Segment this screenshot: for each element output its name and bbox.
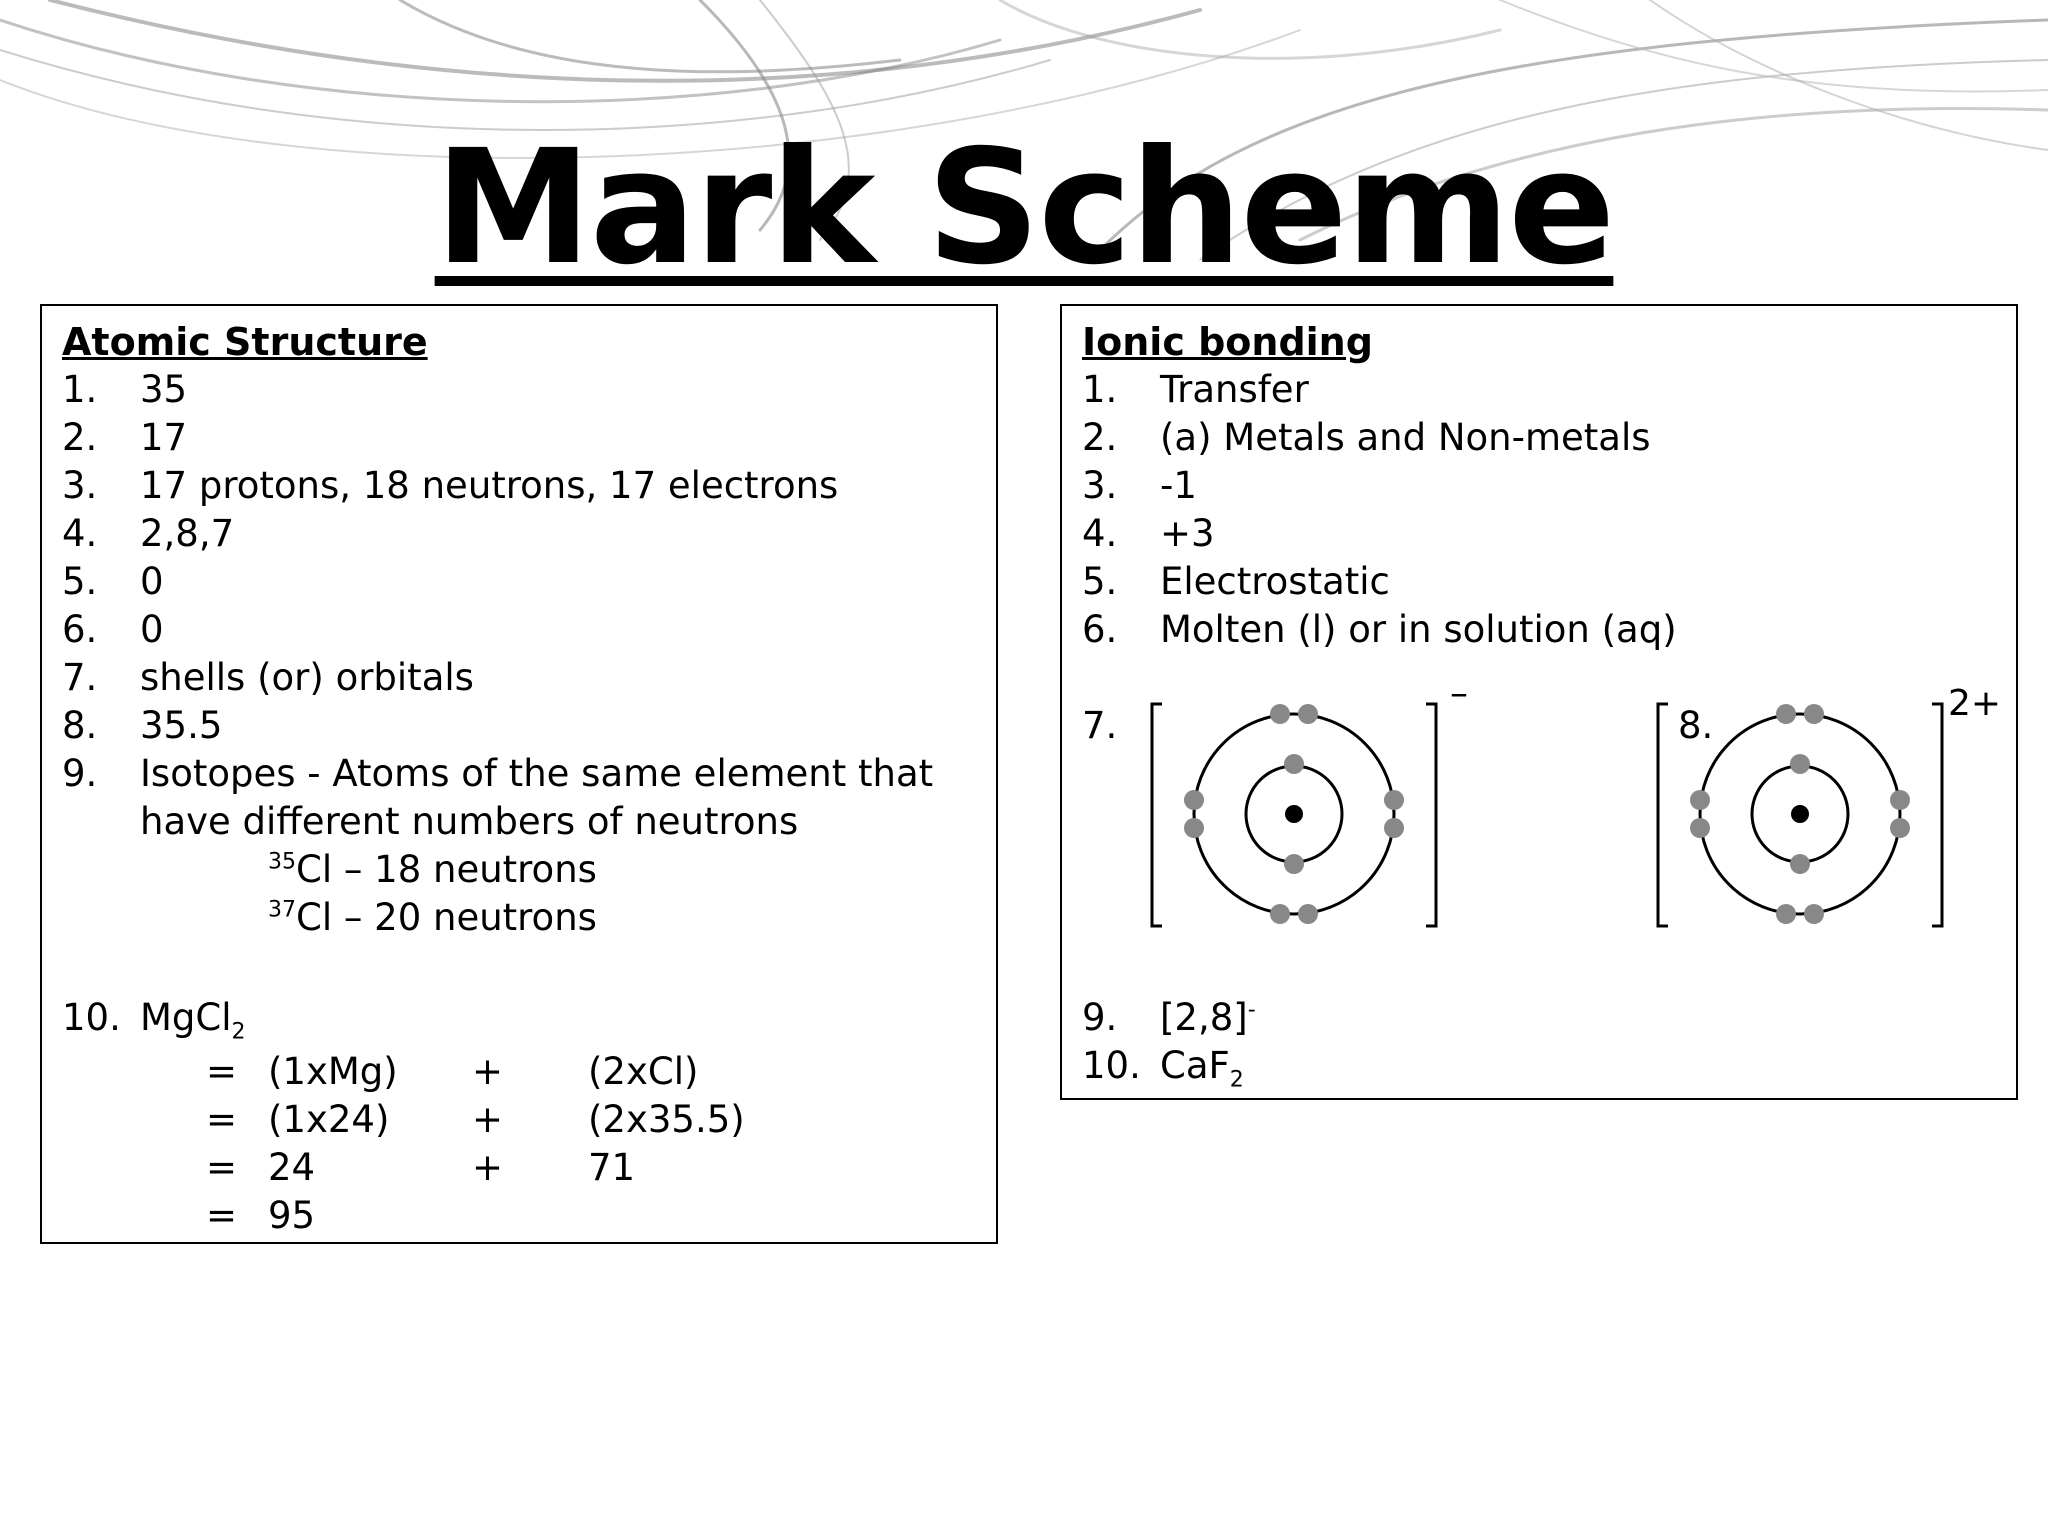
- calcium-ion-diagram: [1656, 702, 1944, 928]
- atomic-structure-heading: Atomic Structure: [62, 320, 428, 364]
- isotope-line: 35Cl – 18 neutrons: [268, 848, 597, 891]
- list-item: 9.Isotopes - Atoms of the same element t…: [62, 752, 934, 795]
- chloride-ion-diagram: [1150, 702, 1438, 928]
- list-item: 2.(a) Metals and Non-metals: [1082, 416, 1651, 459]
- list-item-continuation: have different numbers of neutrons: [140, 800, 799, 843]
- list-item: 5.0: [62, 560, 164, 603]
- ion-charge-label: 2+: [1948, 683, 2002, 724]
- list-item: 10.CaF2: [1082, 1044, 1244, 1093]
- list-item: 4.2,8,7: [62, 512, 235, 555]
- list-item: 2.17: [62, 416, 188, 459]
- decorative-swoosh-background: [0, 0, 2048, 260]
- list-item: 6.0: [62, 608, 164, 651]
- list-item: 3.17 protons, 18 neutrons, 17 electrons: [62, 464, 839, 507]
- ion-charge-label: –: [1450, 673, 1468, 714]
- ionic-bonding-heading: Ionic bonding: [1082, 320, 1373, 364]
- atomic-structure-panel: Atomic Structure 1.35 2.17 3.17 protons,…: [40, 304, 998, 1244]
- list-item: 3.-1: [1082, 464, 1197, 507]
- list-item: 7.shells (or) orbitals: [62, 656, 474, 699]
- isotope-line: 37Cl – 20 neutrons: [268, 896, 597, 939]
- page-title: Mark Scheme: [434, 116, 1616, 300]
- item-7-label: 7.: [1082, 704, 1118, 747]
- ionic-bonding-panel: Ionic bonding 1.Transfer 2.(a) Metals an…: [1060, 304, 2018, 1100]
- list-item: 1.35: [62, 368, 188, 411]
- item-8-label: 8.: [1678, 704, 1714, 747]
- list-item: 10.MgCl2: [62, 996, 246, 1045]
- list-item: 5.Electrostatic: [1082, 560, 1390, 603]
- list-item: 1.Transfer: [1082, 368, 1309, 411]
- list-item: 4.+3: [1082, 512, 1215, 555]
- list-item: 8.35.5: [62, 704, 223, 747]
- list-item: 9.[2,8]-: [1082, 996, 1256, 1039]
- list-item: 6.Molten (l) or in solution (aq): [1082, 608, 1677, 651]
